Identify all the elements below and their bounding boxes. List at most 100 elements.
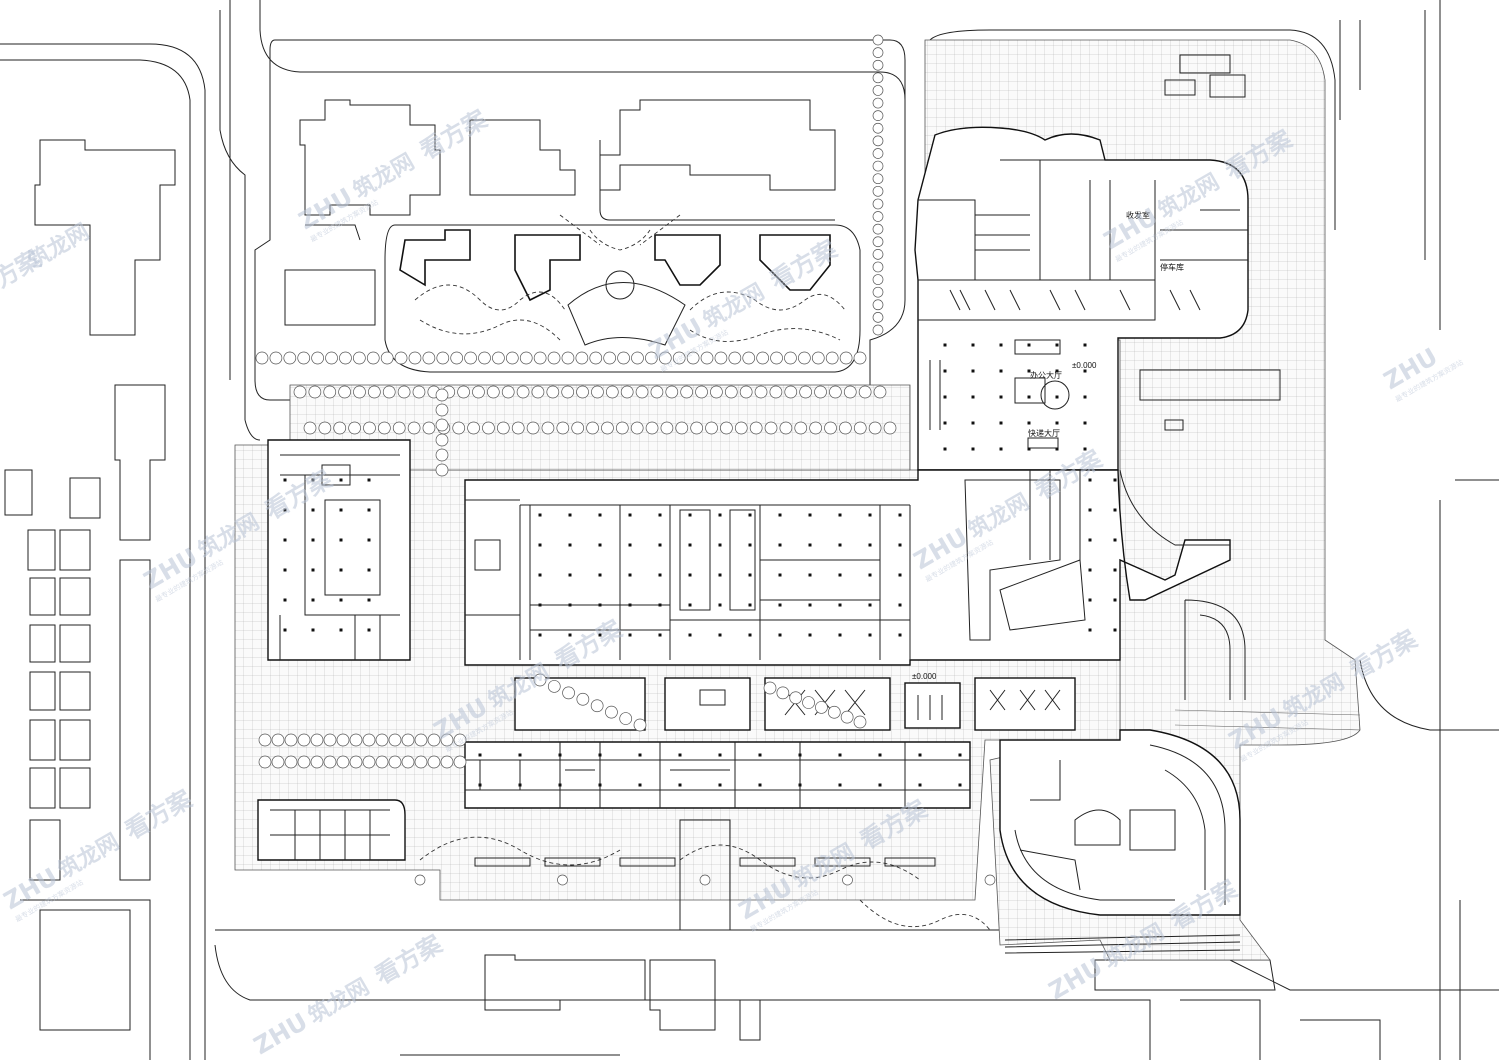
svg-text:看方案: 看方案 [415, 104, 492, 165]
tree [650, 385, 664, 399]
watermark-stamp-5: ZHU 最专业的建筑方案资源站 [1379, 342, 1465, 403]
tree [872, 173, 884, 185]
column [283, 568, 287, 572]
tree [414, 755, 428, 769]
column [367, 478, 371, 482]
tree [492, 351, 505, 365]
column [538, 543, 542, 547]
column [283, 478, 287, 482]
tree [412, 385, 426, 399]
column [1083, 447, 1087, 451]
tree [742, 351, 756, 365]
column [283, 628, 287, 632]
west-block [267, 439, 411, 661]
tree [789, 691, 803, 705]
column [538, 513, 542, 517]
tree [401, 755, 415, 769]
tree [763, 681, 777, 695]
column [778, 603, 782, 607]
column [838, 633, 842, 637]
column [367, 568, 371, 572]
column [367, 628, 371, 632]
tree [388, 733, 402, 747]
tree [407, 421, 421, 435]
column [999, 369, 1003, 373]
southeast-curved-block [999, 729, 1241, 916]
tree [680, 385, 694, 399]
column [568, 573, 572, 577]
column [999, 421, 1003, 425]
column [658, 543, 662, 547]
column [598, 513, 602, 517]
tree [779, 421, 793, 435]
tree [872, 135, 884, 147]
tree [310, 755, 324, 769]
column [838, 573, 842, 577]
tree [363, 421, 376, 435]
tree [868, 421, 882, 435]
north-block [914, 126, 1249, 471]
tree [435, 403, 449, 417]
tree [699, 874, 711, 886]
column [868, 603, 872, 607]
tree [362, 755, 376, 769]
column [339, 568, 343, 572]
south-garden-landscape [419, 819, 1241, 954]
column [311, 568, 315, 572]
column [1027, 343, 1031, 347]
tree [435, 388, 449, 402]
column [638, 753, 642, 757]
tree [872, 110, 884, 122]
tree [872, 85, 884, 96]
column [598, 783, 602, 787]
tree [269, 351, 283, 365]
tree [764, 421, 778, 435]
tree [375, 755, 389, 769]
tree [872, 122, 884, 134]
column [1088, 568, 1092, 572]
tree [645, 421, 659, 435]
column [778, 513, 782, 517]
room-label-2: 快递大厅 [1028, 428, 1060, 438]
tree [872, 72, 884, 84]
elevation-label-center: ±0.000 [912, 672, 937, 681]
tree [872, 223, 884, 235]
column [808, 573, 812, 577]
tree [824, 421, 837, 435]
column [311, 508, 315, 512]
column [1083, 369, 1087, 373]
column [568, 543, 572, 547]
column [808, 633, 812, 637]
central-block [464, 469, 1231, 666]
tree [297, 755, 311, 769]
tree [590, 699, 604, 713]
tree [853, 715, 867, 729]
tree [349, 733, 363, 747]
tree [714, 351, 728, 365]
tree [840, 710, 854, 724]
tree [872, 198, 884, 210]
column [1055, 447, 1059, 451]
column [688, 603, 692, 607]
column [688, 573, 692, 577]
tree [436, 351, 450, 365]
tree [724, 385, 738, 399]
tree [440, 755, 454, 769]
column [568, 513, 572, 517]
tree [872, 34, 884, 46]
column [718, 633, 722, 637]
tree [271, 733, 285, 747]
column [718, 543, 722, 547]
tree [293, 385, 307, 399]
tree [378, 421, 391, 435]
column [1083, 395, 1087, 399]
tree [464, 351, 477, 365]
tree [435, 418, 449, 432]
room-label-3: 收发室 [1126, 210, 1150, 220]
column [339, 478, 343, 482]
column [658, 633, 662, 637]
column [999, 395, 1003, 399]
tree [375, 733, 389, 747]
tree [853, 351, 867, 365]
column [538, 603, 542, 607]
